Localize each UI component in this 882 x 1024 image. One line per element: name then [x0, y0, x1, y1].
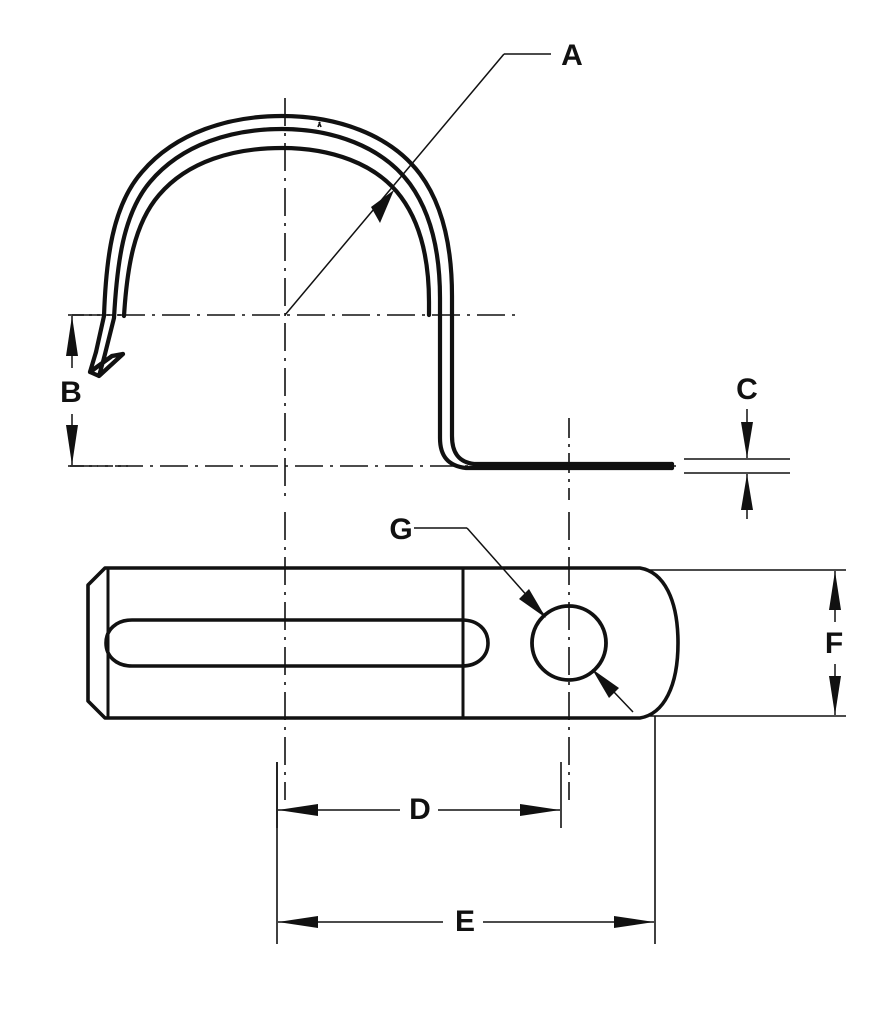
dimension-e-arrowhead-right [614, 916, 654, 928]
dimension-c-arrowhead-bottom [741, 474, 753, 510]
dimension-b-label: B [60, 376, 82, 409]
dimension-d-arrowhead-left [278, 804, 318, 816]
dimension-a: A [284, 39, 583, 316]
strap-slot [104, 618, 490, 668]
dimension-g: G [389, 513, 634, 713]
dimension-e: E [276, 716, 656, 944]
dimension-f-arrowhead-top [829, 571, 841, 610]
dimension-f-arrowhead-bottom [829, 676, 841, 715]
clamp-lip-outline [87, 351, 126, 379]
dimension-f: F [650, 569, 846, 717]
crown-tick-mark [317, 121, 322, 128]
dimension-a-label: A [561, 39, 583, 72]
dimension-d-arrowhead-right [520, 804, 560, 816]
dimension-g-arrowhead-upper [519, 589, 546, 618]
clamp-middle-profile [101, 126, 675, 471]
strap-outline [86, 566, 680, 720]
dimension-c-arrowhead-top [741, 422, 753, 458]
dimension-b: B [60, 314, 128, 467]
dimension-c-label: C [736, 373, 758, 406]
dimension-e-arrowhead-left [278, 916, 318, 928]
dimension-a-arrowhead [371, 190, 394, 223]
dimension-d: D [276, 762, 562, 828]
plan-view: G F D [86, 512, 846, 944]
dimension-g-label: G [389, 513, 412, 546]
side-elevation-view: A B C [60, 39, 790, 519]
dimension-f-label: F [825, 627, 843, 660]
dimension-g-arrowhead-lower [592, 669, 619, 698]
dimension-a-leader-line [284, 53, 505, 316]
fixing-hole [530, 604, 608, 682]
dimension-e-label: E [455, 905, 475, 938]
clamp-outer-profile [93, 113, 675, 467]
dimension-d-label: D [409, 793, 431, 826]
dimension-b-arrowhead-top [66, 316, 78, 356]
dimension-b-arrowhead-bottom [66, 425, 78, 465]
dimension-c: C [684, 373, 790, 519]
clamp-inner-profile [121, 145, 432, 319]
